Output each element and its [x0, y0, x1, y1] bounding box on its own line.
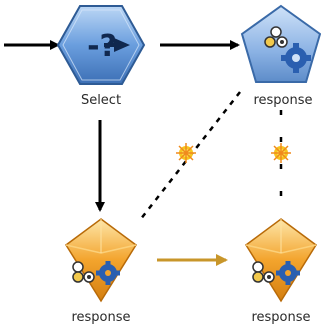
model-nugget-gem-icon — [244, 218, 318, 303]
spark-icon — [271, 143, 291, 163]
spark-icon — [176, 143, 196, 163]
node-select[interactable]: -? — [56, 0, 146, 90]
model-builder-gear-icon — [240, 4, 321, 83]
node-response-model-label: response — [253, 93, 313, 108]
node-response-nugget-left-label: response — [71, 310, 131, 325]
node-response-nugget-right-label: response — [251, 310, 311, 325]
model-nugget-gem-icon — [64, 218, 138, 303]
select-question-arrow-icon: -? — [56, 5, 146, 85]
node-select-label: Select — [80, 93, 122, 108]
node-response-nugget-right[interactable] — [236, 213, 321, 303]
node-response-nugget-left[interactable] — [56, 213, 146, 303]
node-response-model[interactable] — [236, 0, 321, 90]
